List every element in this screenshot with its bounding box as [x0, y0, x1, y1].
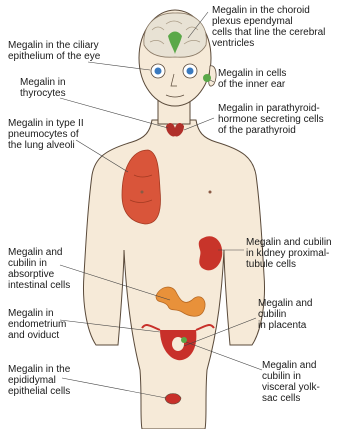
label-placenta: Megalin and cubilin in placenta [258, 298, 312, 331]
right-iris [187, 68, 194, 75]
nipple-left [141, 191, 144, 194]
nipple-right [209, 191, 212, 194]
label-inner-ear: Megalin in cells of the inner ear [218, 68, 286, 90]
left-iris [155, 68, 162, 75]
body-outline [84, 120, 265, 429]
label-thyrocytes: Megalin in thyrocytes [20, 77, 66, 99]
label-yolk-sac: Megalin and cubilin in visceral yolk- sa… [262, 360, 320, 404]
label-epididymis: Megalin in the epididymal epithelial cel… [8, 364, 70, 397]
label-intestinal: Megalin and cubilin in absorptive intest… [8, 247, 70, 291]
label-choroid-plexus: Megalin in the choroid plexus ependymal … [212, 5, 325, 49]
label-kidney: Megalin and cubilin in kidney proximal- … [246, 237, 332, 270]
label-endometrium: Megalin in endometrium and oviduct [8, 308, 66, 341]
label-ciliary-epithelium: Megalin in the ciliary epithelium of the… [8, 40, 100, 62]
inner-ear [203, 74, 211, 82]
label-parathyroid: Megalin in parathyroid- hormone secretin… [218, 103, 324, 136]
genital [165, 394, 181, 405]
label-lung-alveoli: Megalin in type II pneumocytes of the lu… [8, 118, 84, 151]
